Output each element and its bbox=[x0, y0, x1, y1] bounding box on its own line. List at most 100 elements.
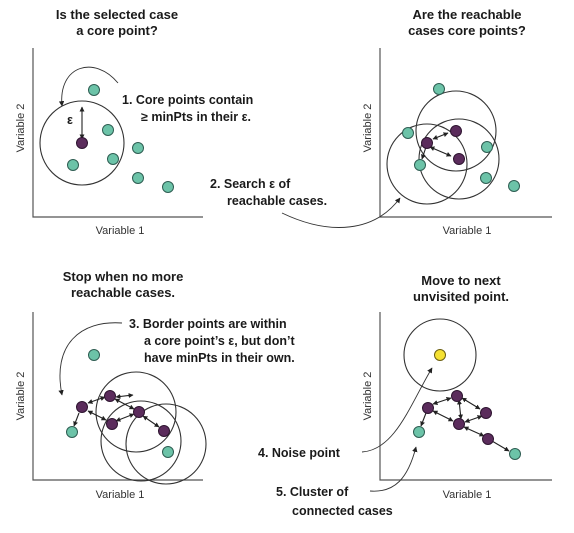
panel-3-ylabel: Variable 2 bbox=[15, 372, 27, 421]
connection-arrow bbox=[432, 132, 449, 140]
panel-4-title-line-1: Move to next bbox=[421, 273, 501, 288]
panel-1-axes bbox=[32, 48, 203, 218]
core-point bbox=[451, 390, 463, 402]
panel-2: Are the reachable cases core points? Var… bbox=[281, 7, 552, 237]
border-point bbox=[413, 426, 425, 438]
data-point bbox=[107, 153, 119, 165]
data-point bbox=[67, 159, 79, 171]
panel-1: Is the selected case a core point? Varia… bbox=[15, 7, 203, 237]
connection-arrow bbox=[432, 397, 452, 405]
panel-3-title-line-2: reachable cases. bbox=[71, 285, 175, 300]
epsilon-label: ε bbox=[67, 113, 73, 127]
noise-point bbox=[434, 349, 446, 361]
selected-core-point bbox=[76, 137, 88, 149]
annotation-3-line-2: a core point’s ε, but don’t bbox=[144, 334, 295, 348]
core-point bbox=[480, 407, 492, 419]
connection-arrow bbox=[87, 410, 107, 421]
panel-1-xlabel: Variable 1 bbox=[96, 225, 145, 237]
connection-arrow bbox=[429, 146, 452, 157]
annotation-5: 5. Cluster of connected cases bbox=[276, 485, 393, 518]
epsilon-neighbourhood bbox=[418, 118, 500, 200]
callout-arrow-1 bbox=[58, 66, 119, 107]
data-point bbox=[402, 127, 414, 139]
annotation-3: 3. Border points are within a core point… bbox=[129, 317, 295, 365]
panel-4-xlabel: Variable 1 bbox=[443, 489, 492, 501]
callout-arrow-5 bbox=[369, 446, 418, 492]
core-point bbox=[453, 418, 465, 430]
annotation-1: 1. Core points contain ≥ minPts in their… bbox=[122, 93, 253, 124]
panel-1-ylabel: Variable 2 bbox=[15, 104, 27, 153]
panel-3-xlabel: Variable 1 bbox=[96, 489, 145, 501]
data-point bbox=[480, 172, 492, 184]
epsilon-neighbourhood bbox=[39, 100, 125, 186]
panel-2-xlabel: Variable 1 bbox=[443, 225, 492, 237]
annotation-4: 4. Noise point bbox=[258, 446, 341, 460]
annotation-2-line-2: reachable cases. bbox=[227, 194, 327, 208]
core-point bbox=[421, 137, 433, 149]
connection-arrow bbox=[114, 398, 135, 410]
annotation-5-line-1: 5. Cluster of bbox=[276, 485, 349, 499]
panel-2-title-line-1: Are the reachable bbox=[412, 7, 521, 22]
connection-arrow bbox=[115, 413, 135, 422]
annotation-2-line-1: 2. Search ε of bbox=[210, 177, 291, 191]
panel-2-title-line-2: cases core points? bbox=[408, 23, 526, 38]
annotation-5-line-2: connected cases bbox=[292, 504, 393, 518]
core-point bbox=[106, 418, 118, 430]
core-point bbox=[450, 125, 462, 137]
connection-arrow bbox=[463, 426, 485, 437]
panel-4-axes bbox=[379, 312, 552, 481]
annotation-1-line-1: 1. Core points contain bbox=[122, 93, 253, 107]
epsilon-neighbourhood bbox=[415, 90, 497, 172]
core-point bbox=[453, 153, 465, 165]
data-point bbox=[414, 159, 426, 171]
annotation-2: 2. Search ε of reachable cases. bbox=[210, 177, 327, 208]
connection-arrow bbox=[464, 415, 483, 423]
core-point bbox=[158, 425, 170, 437]
data-point bbox=[88, 84, 100, 96]
border-point bbox=[66, 426, 78, 438]
panel-4-title-line-2: unvisited point. bbox=[413, 289, 509, 304]
annotation-4-line-1: 4. Noise point bbox=[258, 446, 341, 460]
connection-arrow bbox=[421, 146, 427, 160]
core-point bbox=[76, 401, 88, 413]
panel-1-title-line-2: a core point? bbox=[76, 23, 158, 38]
panel-4-ylabel: Variable 2 bbox=[362, 372, 374, 421]
core-point bbox=[422, 402, 434, 414]
annotation-3-line-3: have minPts in their own. bbox=[144, 351, 295, 365]
panel-3: Stop when no more reachable cases. Varia… bbox=[15, 269, 207, 501]
data-point bbox=[481, 141, 493, 153]
epsilon-neighbourhood bbox=[386, 123, 468, 205]
noise-epsilon-neighbourhood bbox=[403, 318, 477, 392]
connection-arrow bbox=[115, 393, 134, 399]
annotation-1-line-2: ≥ minPts in their ε. bbox=[141, 110, 251, 124]
connection-arrow bbox=[457, 399, 463, 420]
panel-3-title-line-1: Stop when no more bbox=[63, 269, 184, 284]
connection-arrow bbox=[87, 396, 106, 404]
connection-arrow bbox=[73, 412, 80, 427]
data-point bbox=[132, 142, 144, 154]
epsilon-neighbourhood bbox=[125, 403, 207, 485]
panel-4: Move to next unvisited point. Variable 1… bbox=[361, 273, 552, 501]
connection-arrow bbox=[142, 415, 160, 428]
core-point bbox=[133, 406, 145, 418]
data-point bbox=[88, 349, 100, 361]
data-point bbox=[508, 180, 520, 192]
data-point bbox=[162, 181, 174, 193]
panel-1-title-line-1: Is the selected case bbox=[56, 7, 178, 22]
panel-3-axes bbox=[32, 312, 203, 481]
connection-arrow bbox=[461, 397, 481, 410]
epsilon-neighbourhood bbox=[100, 400, 182, 482]
connection-arrow bbox=[432, 410, 454, 422]
data-point bbox=[102, 124, 114, 136]
border-point bbox=[162, 446, 174, 458]
border-point bbox=[509, 448, 521, 460]
callout-arrow-2 bbox=[281, 197, 401, 228]
data-point bbox=[132, 172, 144, 184]
data-point bbox=[433, 83, 445, 95]
core-point bbox=[482, 433, 494, 445]
annotation-3-line-1: 3. Border points are within bbox=[129, 317, 287, 331]
callout-arrow-3 bbox=[58, 322, 123, 396]
core-point bbox=[104, 390, 116, 402]
connection-arrow bbox=[420, 412, 427, 427]
